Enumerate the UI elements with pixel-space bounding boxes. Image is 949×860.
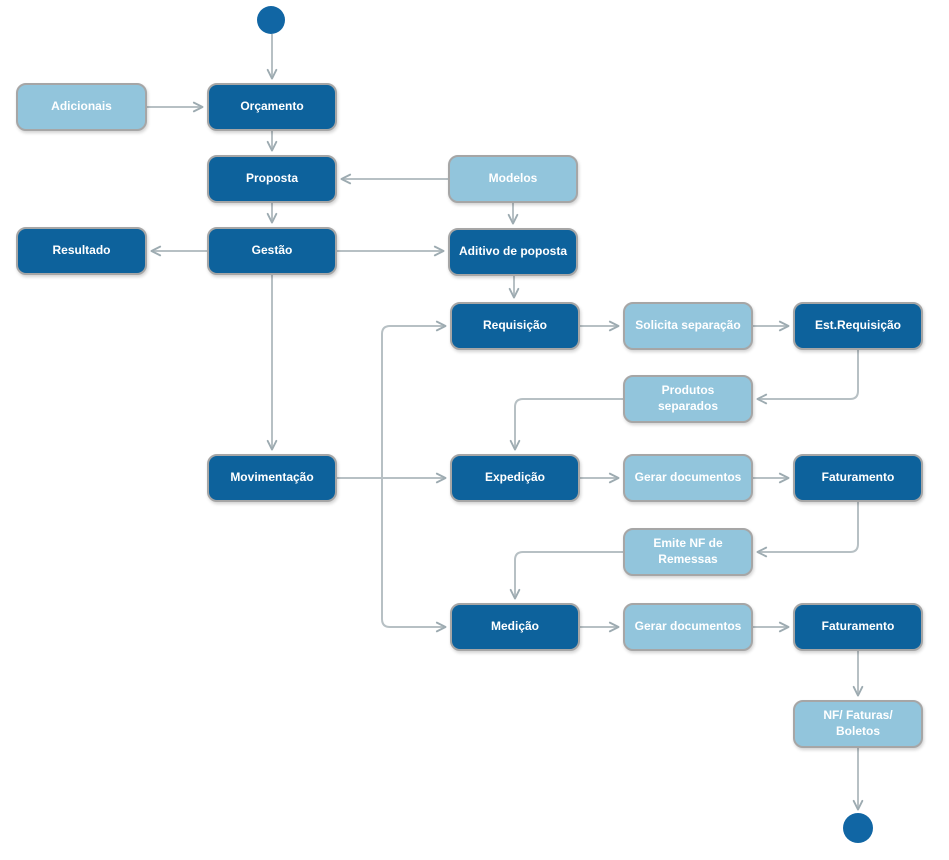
node-modelos: Modelos xyxy=(448,155,578,203)
node-resultado: Resultado xyxy=(16,227,147,275)
node-label: Requisição xyxy=(482,318,548,333)
node-faturamento-1: Faturamento xyxy=(793,454,923,502)
node-label: Faturamento xyxy=(821,470,895,485)
node-gestao: Gestão xyxy=(207,227,337,275)
node-label: Resultado xyxy=(52,243,111,258)
edge-est-requisicao-to-produtos-separados xyxy=(756,350,859,405)
edge-movimentacao-to-medicao xyxy=(381,478,447,633)
node-orcamento: Orçamento xyxy=(207,83,337,131)
node-gerar-documentos-1: Gerar documentos xyxy=(623,454,753,502)
node-label: Gerar documentos xyxy=(634,619,742,634)
node-label: Est.Requisição xyxy=(814,318,902,333)
node-expedicao: Expedição xyxy=(450,454,580,502)
node-label: Gerar documentos xyxy=(634,470,742,485)
node-label: Emite NF de Remessas xyxy=(653,536,723,566)
node-label: Orçamento xyxy=(240,99,304,114)
node-label: Gestão xyxy=(251,243,293,258)
end-node xyxy=(843,813,873,843)
node-label: Solicita separação xyxy=(635,318,741,333)
node-label: Medição xyxy=(490,619,539,634)
node-label: Produtos separados xyxy=(657,383,719,413)
node-emite-nf-de-remessas: Emite NF de Remessas xyxy=(623,528,753,576)
node-label: NF/ Faturas/ Boletos xyxy=(823,708,893,738)
edge-produtos-separados-to-expedicao xyxy=(509,398,623,451)
node-requisicao: Requisição xyxy=(450,302,580,350)
node-solicita-separacao: Solicita separação xyxy=(623,302,753,350)
node-proposta: Proposta xyxy=(207,155,337,203)
node-label: Proposta xyxy=(245,171,298,186)
node-est-requisicao: Est.Requisição xyxy=(793,302,923,350)
node-label: Adicionais xyxy=(51,99,112,114)
node-nf-faturas-boletos: NF/ Faturas/ Boletos xyxy=(793,700,923,748)
node-produtos-separados: Produtos separados xyxy=(623,375,753,423)
node-label: Aditivo de poposta xyxy=(459,244,567,259)
node-movimentacao: Movimentação xyxy=(207,454,337,502)
node-label: Faturamento xyxy=(821,619,895,634)
edge-emite-nf-de-remessas-to-medicao xyxy=(509,551,623,600)
node-label: Movimentação xyxy=(230,470,314,485)
node-aditivo-de-poposta: Aditivo de poposta xyxy=(448,228,578,276)
edge-movimentacao-to-requisicao xyxy=(381,320,447,478)
node-faturamento-2: Faturamento xyxy=(793,603,923,651)
node-gerar-documentos-2: Gerar documentos xyxy=(623,603,753,651)
node-label: Modelos xyxy=(488,171,538,186)
edge-faturamento-1-to-emite-nf-de-remessas xyxy=(756,502,859,558)
node-adicionais: Adicionais xyxy=(16,83,147,131)
start-node xyxy=(257,6,285,34)
node-label: Expedição xyxy=(484,470,546,485)
node-medicao: Medição xyxy=(450,603,580,651)
